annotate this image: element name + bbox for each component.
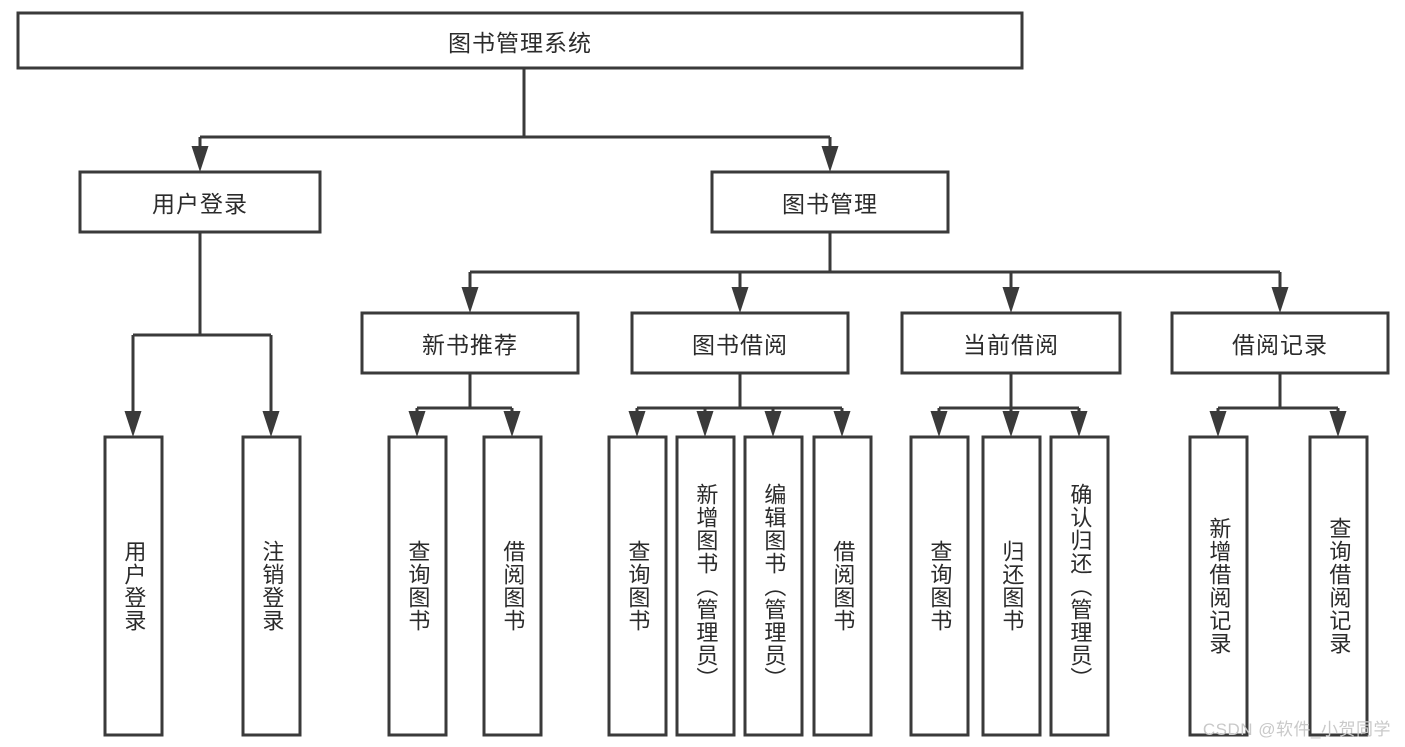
node-box-leaf-add-record[interactable] <box>1188 435 1249 737</box>
book-borrow-leaf-0-head <box>628 411 646 437</box>
user-login-branch-1-head <box>262 411 280 437</box>
user-login-branch-0-head <box>124 411 142 437</box>
node-box-root[interactable] <box>16 11 1024 70</box>
node-box-leaf-user-login[interactable] <box>103 435 164 737</box>
node-box-user-login[interactable] <box>78 170 322 234</box>
node-box-book-borrow[interactable] <box>630 311 850 375</box>
node-box-leaf-borrow-book-1[interactable] <box>482 435 543 737</box>
new-book-recommend-leaf-1-head <box>503 411 521 437</box>
node-box-current-borrow[interactable] <box>900 311 1122 375</box>
connector-layer <box>124 68 1347 437</box>
node-box-leaf-return-book[interactable] <box>981 435 1042 737</box>
book-manage-branch-1-head <box>731 287 749 313</box>
book-manage-branch-2-head <box>1002 287 1020 313</box>
node-box-leaf-query-book-2[interactable] <box>607 435 668 737</box>
current-borrow-leaf-0-head <box>930 411 948 437</box>
book-manage-branch-3-head <box>1271 287 1289 313</box>
new-book-recommend-leaf-0-head <box>408 411 426 437</box>
current-borrow-leaf-1-head <box>1002 411 1020 437</box>
borrow-record-leaf-1-head <box>1329 411 1347 437</box>
node-box-leaf-confirm-return[interactable] <box>1049 435 1110 737</box>
book-borrow-leaf-3-head <box>833 411 851 437</box>
node-box-leaf-query-book-1[interactable] <box>387 435 448 737</box>
borrow-record-leaf-0-head <box>1209 411 1227 437</box>
book-borrow-leaf-2-head <box>764 411 782 437</box>
node-box-leaf-edit-book[interactable] <box>743 435 804 737</box>
node-box-leaf-query-book-3[interactable] <box>909 435 970 737</box>
node-box-new-book-recommend[interactable] <box>360 311 580 375</box>
root-branch-1-head <box>821 146 839 172</box>
book-manage-branch-0-head <box>461 287 479 313</box>
node-box-leaf-user-logout[interactable] <box>241 435 302 737</box>
csdn-watermark: CSDN @软件_小贺同学 <box>1202 720 1391 739</box>
root-branch-0-head <box>191 146 209 172</box>
node-box-book-manage[interactable] <box>710 170 950 234</box>
current-borrow-leaf-2-head <box>1070 411 1088 437</box>
node-box-leaf-add-book[interactable] <box>675 435 736 737</box>
node-box-borrow-record[interactable] <box>1170 311 1390 375</box>
book-borrow-leaf-1-head <box>696 411 714 437</box>
node-box-leaf-query-record[interactable] <box>1308 435 1369 737</box>
node-box-leaf-borrow-book-2[interactable] <box>812 435 873 737</box>
box-layer <box>16 11 1390 737</box>
